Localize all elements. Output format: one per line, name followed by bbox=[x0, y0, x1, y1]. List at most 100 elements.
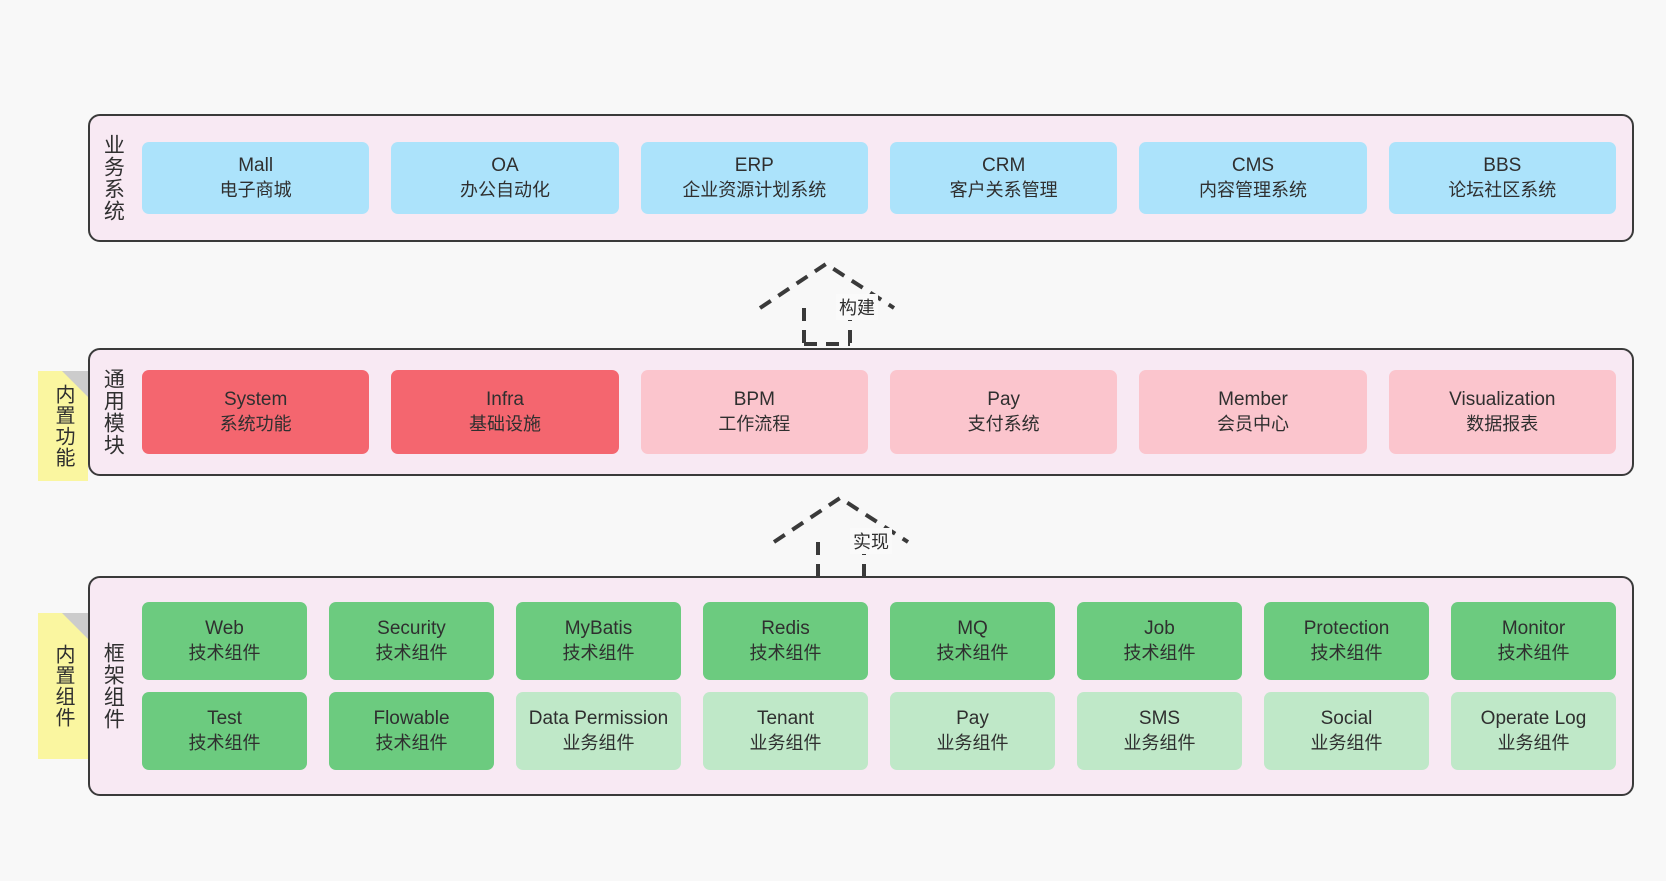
card-protection[interactable]: Protection 技术组件 bbox=[1264, 602, 1429, 680]
card-mall[interactable]: Mall 电子商城 bbox=[142, 142, 370, 214]
card-pay-module[interactable]: Pay 支付系统 bbox=[889, 370, 1118, 454]
card-visualization[interactable]: Visualization 数据报表 bbox=[1388, 370, 1616, 454]
card-web-en: Web bbox=[205, 618, 244, 640]
card-bpm-en: BPM bbox=[733, 389, 775, 411]
layer-modules-body: System 系统功能 Infra 基础设施 BPM 工作流程 Pay 支付系统… bbox=[134, 350, 1632, 474]
note-builtin-functions-label: 内置功能 bbox=[52, 384, 74, 468]
card-oa-en: OA bbox=[491, 155, 519, 177]
card-pay-module-cn: 支付系统 bbox=[967, 413, 1040, 434]
card-flowable-cn: 技术组件 bbox=[375, 732, 448, 753]
card-mq[interactable]: MQ 技术组件 bbox=[890, 602, 1055, 680]
card-system[interactable]: System 系统功能 bbox=[142, 370, 370, 454]
layer-business-systems: 业务系统 Mall 电子商城 OA 办公自动化 ERP 企业资源计划系统 CRM… bbox=[88, 114, 1634, 242]
connector-build-label: 构建 bbox=[836, 294, 878, 320]
card-flowable-en: Flowable bbox=[373, 708, 450, 730]
card-redis[interactable]: Redis 技术组件 bbox=[703, 602, 868, 680]
layer-framework-components: 框架组件 Web 技术组件 Security 技术组件 MyBatis 技术组件… bbox=[88, 576, 1634, 796]
card-protection-cn: 技术组件 bbox=[1310, 642, 1383, 663]
card-flowable[interactable]: Flowable 技术组件 bbox=[329, 692, 494, 770]
card-bbs-cn: 论坛社区系统 bbox=[1448, 179, 1557, 200]
card-test[interactable]: Test 技术组件 bbox=[142, 692, 307, 770]
card-system-en: System bbox=[223, 389, 288, 411]
note-fold-corner-icon bbox=[62, 613, 88, 639]
layer-business-label: 业务系统 bbox=[101, 134, 125, 222]
card-mybatis-cn: 技术组件 bbox=[562, 642, 635, 663]
note-builtin-components: 内置组件 bbox=[38, 613, 88, 759]
card-erp[interactable]: ERP 企业资源计划系统 bbox=[640, 142, 868, 214]
card-mall-cn: 电子商城 bbox=[219, 179, 292, 200]
card-operate-log[interactable]: Operate Log 业务组件 bbox=[1451, 692, 1616, 770]
card-system-cn: 系统功能 bbox=[219, 413, 292, 434]
card-bpm[interactable]: BPM 工作流程 bbox=[640, 370, 868, 454]
business-card-row: Mall 电子商城 OA 办公自动化 ERP 企业资源计划系统 CRM 客户关系… bbox=[142, 142, 1616, 214]
card-erp-cn: 企业资源计划系统 bbox=[682, 179, 827, 200]
card-data-permission-cn: 业务组件 bbox=[562, 732, 635, 753]
card-crm[interactable]: CRM 客户关系管理 bbox=[889, 142, 1118, 214]
card-data-permission[interactable]: Data Permission 业务组件 bbox=[516, 692, 681, 770]
card-erp-en: ERP bbox=[734, 155, 774, 177]
card-mybatis-en: MyBatis bbox=[564, 618, 633, 640]
card-bbs[interactable]: BBS 论坛社区系统 bbox=[1388, 142, 1616, 214]
card-protection-en: Protection bbox=[1303, 618, 1390, 640]
card-job-cn: 技术组件 bbox=[1123, 642, 1196, 663]
card-mq-en: MQ bbox=[957, 618, 988, 640]
card-monitor-en: Monitor bbox=[1501, 618, 1566, 640]
card-pay-component[interactable]: Pay 业务组件 bbox=[890, 692, 1055, 770]
layer-common-modules: 通用模块 System 系统功能 Infra 基础设施 BPM 工作流程 Pay… bbox=[88, 348, 1634, 476]
card-monitor[interactable]: Monitor 技术组件 bbox=[1451, 602, 1616, 680]
card-bbs-en: BBS bbox=[1483, 155, 1522, 177]
card-sms-cn: 业务组件 bbox=[1123, 732, 1196, 753]
card-pay-module-en: Pay bbox=[987, 389, 1021, 411]
card-sms[interactable]: SMS 业务组件 bbox=[1077, 692, 1242, 770]
card-operate-log-cn: 业务组件 bbox=[1497, 732, 1570, 753]
card-mybatis[interactable]: MyBatis 技术组件 bbox=[516, 602, 681, 680]
card-security-en: Security bbox=[377, 618, 446, 640]
framework-card-row-1: Web 技术组件 Security 技术组件 MyBatis 技术组件 Redi… bbox=[142, 602, 1616, 680]
card-mall-en: Mall bbox=[238, 155, 274, 177]
card-pay-component-en: Pay bbox=[956, 708, 989, 730]
card-job[interactable]: Job 技术组件 bbox=[1077, 602, 1242, 680]
card-cms-cn: 内容管理系统 bbox=[1198, 179, 1307, 200]
card-member-cn: 会员中心 bbox=[1216, 413, 1289, 434]
card-crm-cn: 客户关系管理 bbox=[949, 179, 1058, 200]
card-sms-en: SMS bbox=[1138, 708, 1181, 730]
note-builtin-functions: 内置功能 bbox=[38, 371, 88, 481]
card-social[interactable]: Social 业务组件 bbox=[1264, 692, 1429, 770]
card-tenant-en: Tenant bbox=[756, 708, 815, 730]
card-operate-log-en: Operate Log bbox=[1480, 708, 1587, 730]
card-visualization-cn: 数据报表 bbox=[1466, 413, 1539, 434]
card-oa-cn: 办公自动化 bbox=[459, 179, 550, 200]
card-test-en: Test bbox=[207, 708, 242, 730]
connector-implement: 实现 bbox=[766, 492, 926, 580]
card-infra-en: Infra bbox=[485, 389, 524, 411]
card-member[interactable]: Member 会员中心 bbox=[1139, 370, 1367, 454]
note-builtin-components-label: 内置组件 bbox=[52, 644, 74, 728]
card-visualization-en: Visualization bbox=[1449, 389, 1556, 411]
connector-implement-label: 实现 bbox=[850, 528, 892, 554]
card-data-permission-en: Data Permission bbox=[528, 708, 669, 730]
build-arrow-shape bbox=[758, 261, 896, 346]
card-cms-en: CMS bbox=[1231, 155, 1275, 177]
card-social-cn: 业务组件 bbox=[1310, 732, 1383, 753]
card-infra-cn: 基础设施 bbox=[468, 413, 541, 434]
card-redis-cn: 技术组件 bbox=[749, 642, 822, 663]
card-web[interactable]: Web 技术组件 bbox=[142, 602, 307, 680]
note-fold-corner-icon bbox=[62, 371, 88, 397]
layer-modules-label: 通用模块 bbox=[101, 368, 125, 456]
card-web-cn: 技术组件 bbox=[188, 642, 261, 663]
layer-business-body: Mall 电子商城 OA 办公自动化 ERP 企业资源计划系统 CRM 客户关系… bbox=[134, 116, 1632, 240]
card-member-en: Member bbox=[1218, 389, 1288, 411]
card-security[interactable]: Security 技术组件 bbox=[329, 602, 494, 680]
card-security-cn: 技术组件 bbox=[375, 642, 448, 663]
card-infra[interactable]: Infra 基础设施 bbox=[391, 370, 619, 454]
implement-arrow-shape bbox=[772, 495, 910, 580]
layer-framework-body: Web 技术组件 Security 技术组件 MyBatis 技术组件 Redi… bbox=[134, 578, 1632, 794]
card-oa[interactable]: OA 办公自动化 bbox=[391, 142, 619, 214]
card-test-cn: 技术组件 bbox=[188, 732, 261, 753]
card-tenant[interactable]: Tenant 业务组件 bbox=[703, 692, 868, 770]
card-bpm-cn: 工作流程 bbox=[718, 413, 791, 434]
card-pay-component-cn: 业务组件 bbox=[936, 732, 1009, 753]
card-crm-en: CRM bbox=[982, 155, 1026, 177]
card-cms[interactable]: CMS 内容管理系统 bbox=[1139, 142, 1367, 214]
